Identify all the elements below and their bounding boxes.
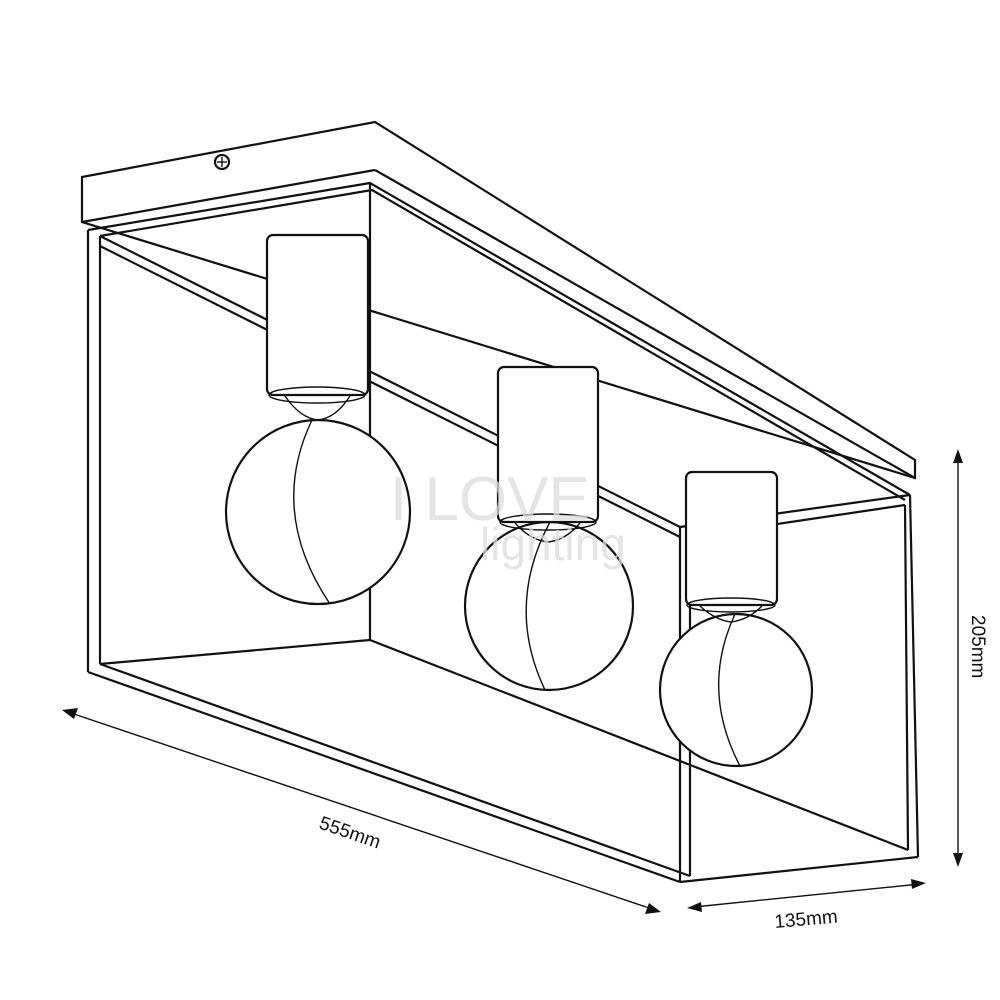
bulb-1 [224,233,412,606]
watermark-logo: I LOVE lighting [390,465,626,570]
dimension-depth: 135mm [687,879,926,933]
ceiling-plate [80,120,917,480]
length-label: 555mm [316,813,383,853]
dimension-length: 555mm [62,708,661,914]
bulb-2 [463,365,635,692]
height-label: 205mm [967,615,988,678]
depth-label: 135mm [774,907,839,933]
bulb-3 [658,470,814,768]
screw-icon [213,153,231,171]
watermark-line-2: lighting [480,518,626,570]
watermark-line-1: I LOVE [390,465,590,534]
dimension-height: 205mm [953,449,988,867]
